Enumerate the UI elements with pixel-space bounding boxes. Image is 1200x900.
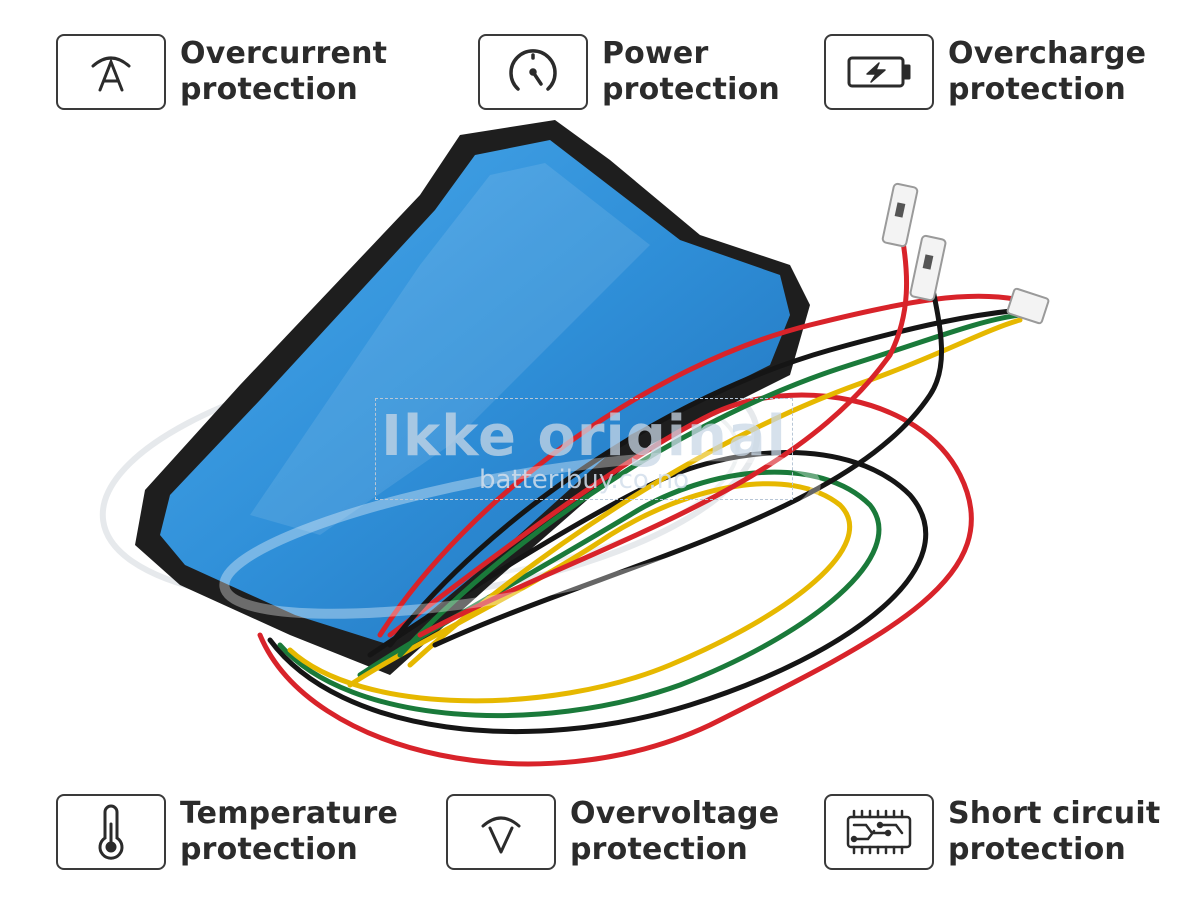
wire-red-2 bbox=[377, 293, 1023, 638]
watermark-title: Ikke original bbox=[381, 404, 787, 469]
wire-red bbox=[257, 392, 974, 767]
wire-black bbox=[267, 450, 929, 735]
feature-label: Overvoltage protection bbox=[570, 796, 779, 868]
battery-pack-image bbox=[99, 120, 1050, 767]
watermark: Ikke original batteribuy.co.no bbox=[375, 398, 793, 500]
gauge-icon bbox=[509, 49, 557, 91]
feature-subtitle: protection bbox=[602, 72, 780, 107]
wire-black-3 bbox=[432, 272, 945, 648]
icon-frame bbox=[56, 794, 166, 870]
feature-subtitle: protection bbox=[570, 832, 748, 867]
thermometer-icon bbox=[98, 804, 124, 860]
icon-frame bbox=[478, 34, 588, 110]
feature-power: Power protection bbox=[478, 34, 780, 110]
feature-subtitle: protection bbox=[948, 832, 1126, 867]
feature-subtitle: protection bbox=[180, 72, 358, 107]
feature-title: Short circuit bbox=[948, 796, 1161, 831]
feature-overcharge: Overcharge protection bbox=[824, 34, 1146, 110]
connector-slot bbox=[894, 202, 906, 218]
pack-highlight bbox=[250, 163, 650, 535]
feature-label: Overcharge protection bbox=[948, 36, 1146, 108]
feature-title: Overcurrent bbox=[180, 36, 388, 71]
feature-temperature: Temperature protection bbox=[56, 794, 398, 870]
feature-title: Overvoltage bbox=[570, 796, 780, 831]
battery-charging-icon bbox=[847, 56, 911, 88]
voltage-icon bbox=[481, 816, 521, 854]
watermark-url: batteribuy.co.no bbox=[478, 465, 690, 495]
battery-cells bbox=[160, 140, 790, 645]
connector-plug bbox=[1006, 287, 1050, 325]
feature-label: Power protection bbox=[602, 36, 780, 108]
feature-overcurrent: Overcurrent protection bbox=[56, 34, 387, 110]
connector-slot bbox=[922, 254, 934, 270]
feature-overvoltage: Overvoltage protection bbox=[446, 794, 779, 870]
icon-frame bbox=[824, 34, 934, 110]
wire-green-2 bbox=[397, 312, 1023, 658]
feature-title: Overcharge bbox=[948, 36, 1147, 71]
feature-label: Temperature protection bbox=[180, 796, 398, 868]
feature-subtitle: protection bbox=[948, 72, 1126, 107]
icon-frame bbox=[56, 34, 166, 110]
feature-short-circuit: Short circuit protection bbox=[824, 794, 1160, 870]
feature-subtitle: protection bbox=[180, 832, 358, 867]
icon-frame bbox=[824, 794, 934, 870]
wire-yellow-2 bbox=[407, 317, 1023, 668]
icon-frame bbox=[446, 794, 556, 870]
ampere-icon bbox=[91, 56, 131, 92]
motion-swirl-front bbox=[219, 451, 821, 619]
feature-label: Short circuit protection bbox=[948, 796, 1160, 868]
circuit-board-icon bbox=[846, 809, 912, 855]
feature-label: Overcurrent protection bbox=[180, 36, 387, 108]
wire-black-2 bbox=[387, 307, 1023, 648]
wire-red-3 bbox=[417, 222, 910, 638]
feature-title: Temperature bbox=[180, 796, 398, 831]
wire-green bbox=[277, 469, 882, 719]
feature-title: Power bbox=[602, 36, 709, 71]
